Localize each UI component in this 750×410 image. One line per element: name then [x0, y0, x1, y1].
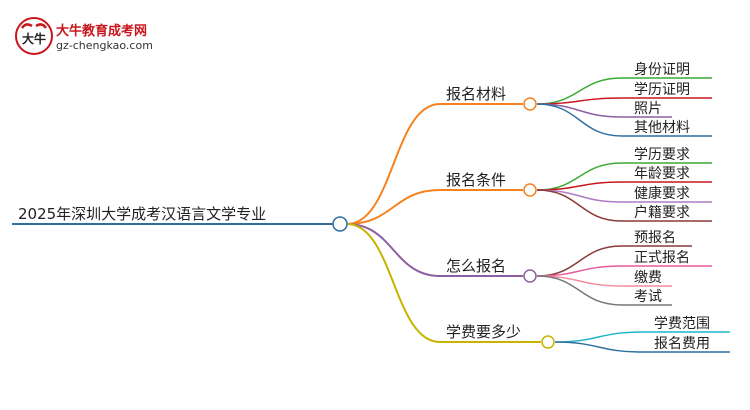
child-topic: 其他材料	[634, 120, 690, 136]
child-link	[536, 77, 623, 105]
child-topic: 健康要求	[634, 185, 690, 202]
child-link	[536, 275, 623, 306]
child-link	[536, 103, 623, 137]
child-topic: 学费范围	[654, 315, 710, 332]
child-topic: 身份证明	[634, 62, 690, 78]
child-topic: 预报名	[634, 230, 676, 246]
branch-connector-dot	[523, 97, 537, 111]
mind-map-links	[12, 77, 730, 353]
child-link	[554, 341, 643, 353]
branch-topic: 报名条件	[446, 171, 506, 189]
child-topic: 学历证明	[634, 82, 690, 98]
child-topic: 学历要求	[634, 147, 690, 163]
child-link	[536, 97, 623, 105]
child-link	[536, 189, 623, 222]
branch-connector-dot	[523, 183, 537, 197]
child-topic: 考试	[634, 289, 662, 305]
mind-map-nodes: 2025年深圳大学成考汉语言文学专业 报名材料 身份证明学历证明照片其他材料报名条件…	[18, 62, 710, 352]
site-logo: 大牛 大牛教育成考网 gz-chengkao.com	[14, 14, 164, 58]
logo-icon-text: 大牛	[22, 31, 46, 46]
child-topic: 缴费	[634, 270, 662, 286]
bull-logo-icon: 大牛	[15, 17, 53, 55]
branch-link	[346, 223, 441, 343]
branch-link	[346, 189, 441, 225]
child-topic: 照片	[634, 101, 662, 117]
child-topic: 年龄要求	[634, 166, 690, 182]
branch-topic: 怎么报名	[446, 257, 506, 275]
branch-topic: 学费要多少	[446, 323, 521, 341]
root-topic: 2025年深圳大学成考汉语言文学专业	[18, 205, 266, 223]
branch-link	[346, 103, 441, 225]
branch-topic: 报名材料	[446, 85, 506, 103]
branch-connector-dot	[523, 269, 537, 283]
child-topic: 户籍要求	[634, 204, 690, 221]
child-link	[554, 331, 643, 343]
branch-connector-dot	[541, 335, 555, 349]
logo-url: gz-chengkao.com	[56, 39, 153, 52]
child-topic: 报名费用	[654, 336, 710, 352]
child-topic: 正式报名	[634, 250, 690, 266]
logo-site-name: 大牛教育成考网	[56, 24, 148, 39]
branch-link	[346, 223, 441, 277]
root-connector-dot	[332, 216, 348, 232]
child-link	[536, 103, 623, 118]
